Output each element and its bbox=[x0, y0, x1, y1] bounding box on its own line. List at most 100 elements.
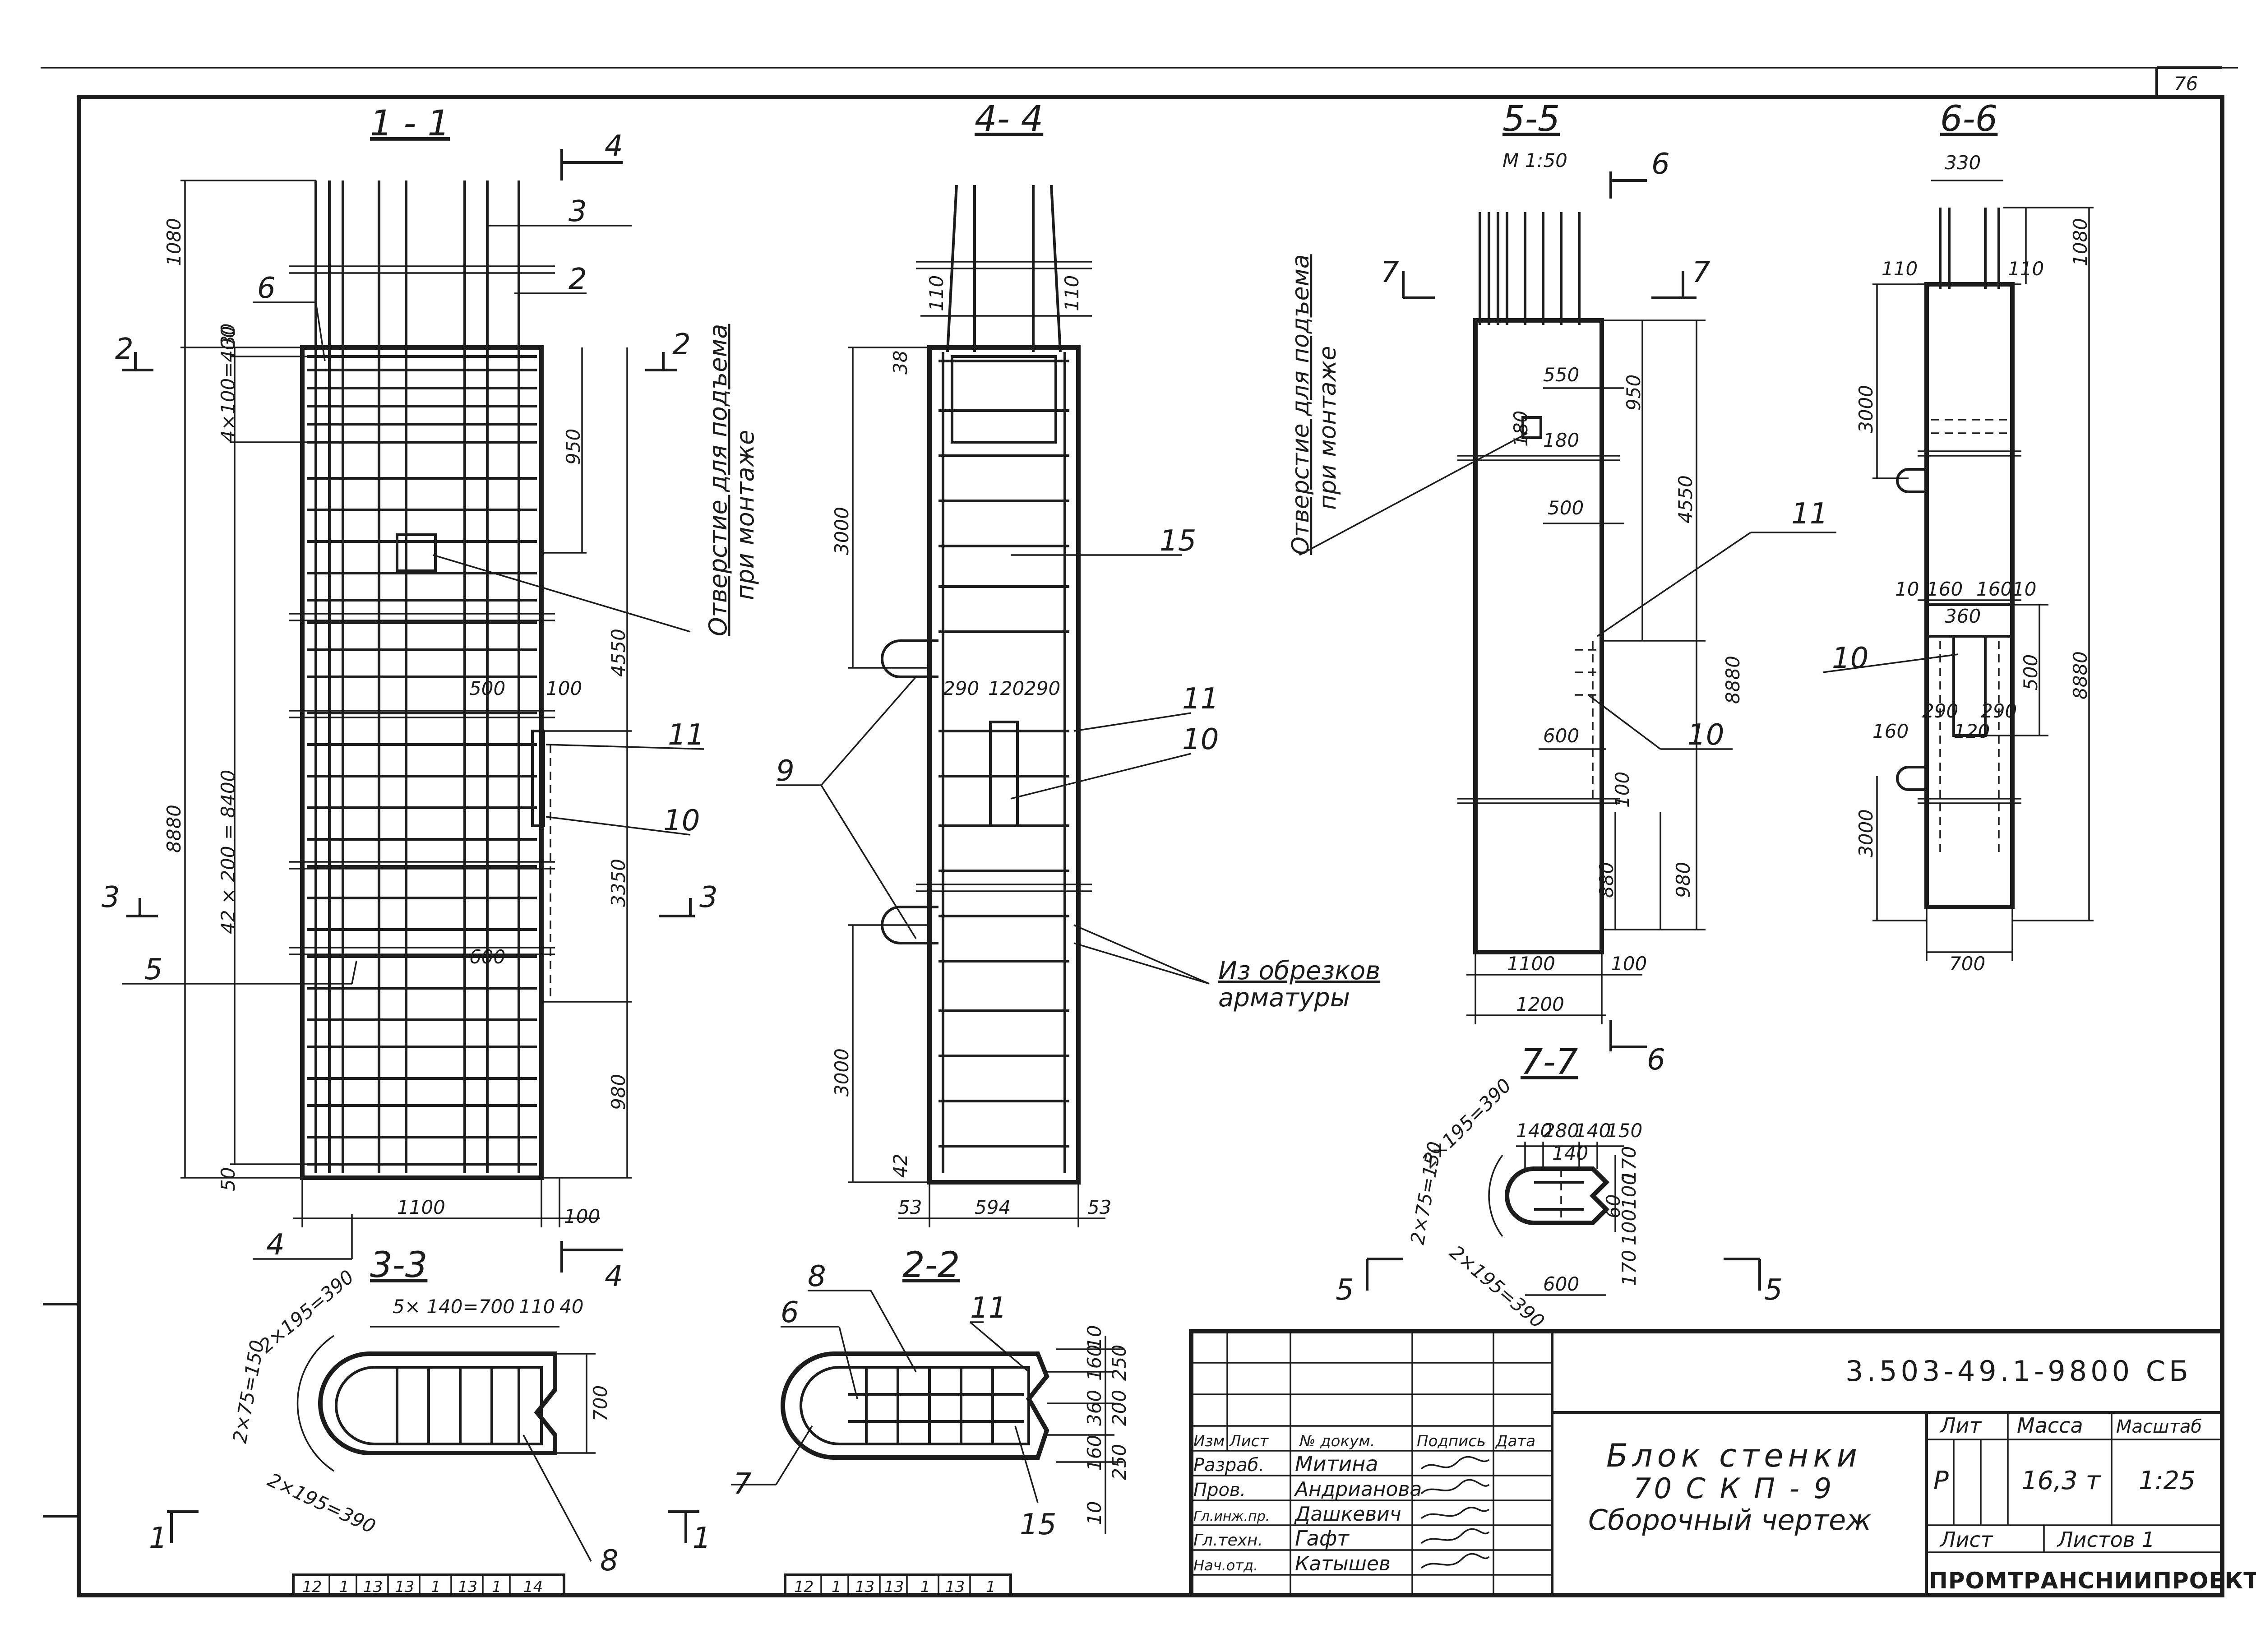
dim-110-b: 110 bbox=[1061, 275, 1083, 311]
dim-3000-66-a: 3000 bbox=[1855, 385, 1877, 433]
dim-42: 42 bbox=[889, 1154, 911, 1178]
tb-role: Гл.инж.пр. bbox=[1193, 1509, 1270, 1524]
dim-160-66-c: 160 bbox=[1872, 720, 1909, 742]
strip-3-3-cell: 1 bbox=[492, 1578, 502, 1596]
pos-10-c: 10 bbox=[1687, 718, 1724, 752]
dim-150-77: 150 bbox=[1606, 1120, 1642, 1142]
tb-name: Дашкевич bbox=[1294, 1503, 1401, 1526]
strip-3-3-cell: 12 bbox=[302, 1578, 322, 1596]
strip-2-2-cell: 1 bbox=[920, 1578, 930, 1596]
tb-role: Гл.техн. bbox=[1193, 1531, 1263, 1550]
dim-60-77: 60 bbox=[1602, 1194, 1624, 1218]
dim-100-77-b: 100 bbox=[1618, 1209, 1640, 1245]
pos-6-b: 6 bbox=[781, 1296, 799, 1329]
strip-2-2-cell: 1 bbox=[832, 1578, 841, 1596]
title-line-1: Блок стенки bbox=[1606, 1437, 1862, 1474]
dim-500-66: 500 bbox=[2020, 654, 2042, 690]
dim-360-66: 360 bbox=[1945, 605, 1981, 627]
tb-role: Нач.отд. bbox=[1193, 1557, 1258, 1574]
dim-170-77-b: 170 bbox=[1618, 1250, 1640, 1286]
note-scrap-2: арматуры bbox=[1218, 983, 1350, 1013]
tb-sheets-label: Листов 1 bbox=[2057, 1527, 2155, 1552]
dim-250-22-b: 250 bbox=[1108, 1444, 1130, 1480]
dim-2x195-33-b: 2×195=390 bbox=[264, 1469, 379, 1538]
pos-10-d: 10 bbox=[1832, 642, 1868, 675]
signatures bbox=[1420, 1456, 1490, 1569]
tb-name: Митина bbox=[1295, 1452, 1378, 1476]
sheet-frame: 76 bbox=[41, 66, 2238, 1597]
strip-2-2-cell: 12 bbox=[794, 1578, 814, 1596]
dim-180-b: 180 bbox=[1543, 429, 1579, 451]
dim-8880-b: 8880 bbox=[1722, 656, 1744, 704]
pos-4: 4 bbox=[266, 1228, 285, 1262]
pos-7: 7 bbox=[733, 1467, 752, 1501]
dim-140-77-b: 140 bbox=[1575, 1120, 1611, 1142]
dim-360-22: 360 bbox=[1083, 1390, 1105, 1426]
dim-290-a: 290 bbox=[943, 677, 979, 699]
section-7-7: 7-7 2×195=390 2×75=150 2×195=390 140 280… bbox=[1336, 1042, 1783, 1333]
pos-15-b: 15 bbox=[1020, 1508, 1056, 1541]
tb-name: Катышев bbox=[1295, 1552, 1391, 1575]
dim-330: 330 bbox=[1945, 152, 1981, 174]
strip-2-2-cell: 13 bbox=[855, 1578, 874, 1596]
dim-290-66-b: 290 bbox=[1981, 700, 2017, 722]
pos-6-left: 6 bbox=[257, 272, 276, 305]
dim-2x75-33: 2×75=150 bbox=[229, 1338, 268, 1445]
dim-290-b: 290 bbox=[1024, 677, 1060, 699]
dim-600-b: 600 bbox=[1543, 725, 1579, 747]
cut-6-bottom: 6 bbox=[1647, 1043, 1665, 1077]
strip-3-3: 12 1 13 13 1 13 1 14 bbox=[292, 1573, 565, 1596]
pos-10-b: 10 bbox=[1182, 723, 1219, 756]
tb-scale-value: 1:25 bbox=[2139, 1466, 2196, 1495]
dim-2x195-33-a: 2×195=390 bbox=[255, 1266, 358, 1357]
dim-950-b: 950 bbox=[1623, 375, 1645, 411]
dim-700-66: 700 bbox=[1949, 953, 1985, 975]
dim-170-77-a: 170 bbox=[1618, 1146, 1640, 1182]
dim-110-66-b: 110 bbox=[2008, 258, 2044, 280]
dim-2x75-77: 2×75=150 bbox=[1406, 1140, 1446, 1246]
pos-8-b: 8 bbox=[808, 1260, 826, 1293]
pos-5: 5 bbox=[144, 953, 163, 986]
section-title-3-3: 3-3 bbox=[370, 1245, 427, 1286]
tb-head-sign: Подпись bbox=[1417, 1432, 1486, 1450]
section-2-2: 2-2 10 160 250 360 200 160 250 10 bbox=[731, 1245, 1130, 1596]
tb-head-date: Дата bbox=[1495, 1432, 1535, 1450]
dim-110-33: 110 bbox=[519, 1296, 555, 1318]
section-title-1-1: 1 - 1 bbox=[370, 103, 450, 144]
dim-1200: 1200 bbox=[1516, 993, 1564, 1015]
strip-3-3-cell: 1 bbox=[431, 1578, 441, 1596]
cut-3-right: 3 bbox=[699, 881, 718, 914]
dim-42x200: 42 × 200 = 8400 bbox=[217, 770, 239, 934]
dim-10-66-a: 10 bbox=[1895, 578, 1919, 600]
strip-3-3-cell: 13 bbox=[458, 1578, 477, 1596]
dim-290-66-a: 290 bbox=[1922, 700, 1958, 722]
tb-mass-value: 16,3 т bbox=[2021, 1466, 2101, 1495]
tb-name: Андрианова bbox=[1294, 1478, 1422, 1501]
dim-110-66-a: 110 bbox=[1882, 258, 1918, 280]
dim-160-66-a: 160 bbox=[1927, 578, 1963, 600]
tb-mass-label: Масса bbox=[2017, 1413, 2083, 1438]
dim-100-b-v: 100 bbox=[1611, 772, 1633, 808]
dim-700-33: 700 bbox=[589, 1385, 611, 1421]
dim-250-22-a: 250 bbox=[1108, 1345, 1130, 1381]
strip-2-2-cell: 13 bbox=[884, 1578, 904, 1596]
pos-15: 15 bbox=[1160, 524, 1196, 558]
dim-10-22-b: 10 bbox=[1083, 1501, 1105, 1525]
pos-9: 9 bbox=[776, 754, 795, 788]
dim-10-22-a: 10 bbox=[1083, 1325, 1105, 1349]
section-title-6-6: 6-6 bbox=[1940, 99, 1997, 139]
dim-110-a: 110 bbox=[925, 275, 948, 311]
dim-1100-b: 1100 bbox=[1507, 953, 1555, 975]
dim-4x100: 4×100=400 bbox=[217, 326, 239, 442]
note-lift-hole-1: Отверстие для подъема bbox=[704, 324, 732, 636]
dim-40-33: 40 bbox=[559, 1296, 583, 1318]
dim-140-77-c: 140 bbox=[1552, 1142, 1588, 1164]
dim-4550-b: 4550 bbox=[1674, 475, 1697, 523]
tb-name: Гафт bbox=[1295, 1526, 1350, 1550]
dim-980: 980 bbox=[607, 1074, 629, 1110]
section-title-2-2: 2-2 bbox=[902, 1245, 960, 1286]
drawing-code: 3.503-49.1-9800 СБ bbox=[1845, 1355, 2192, 1388]
dim-880: 880 bbox=[1595, 862, 1618, 898]
sheet-number: 76 bbox=[2174, 73, 2198, 95]
